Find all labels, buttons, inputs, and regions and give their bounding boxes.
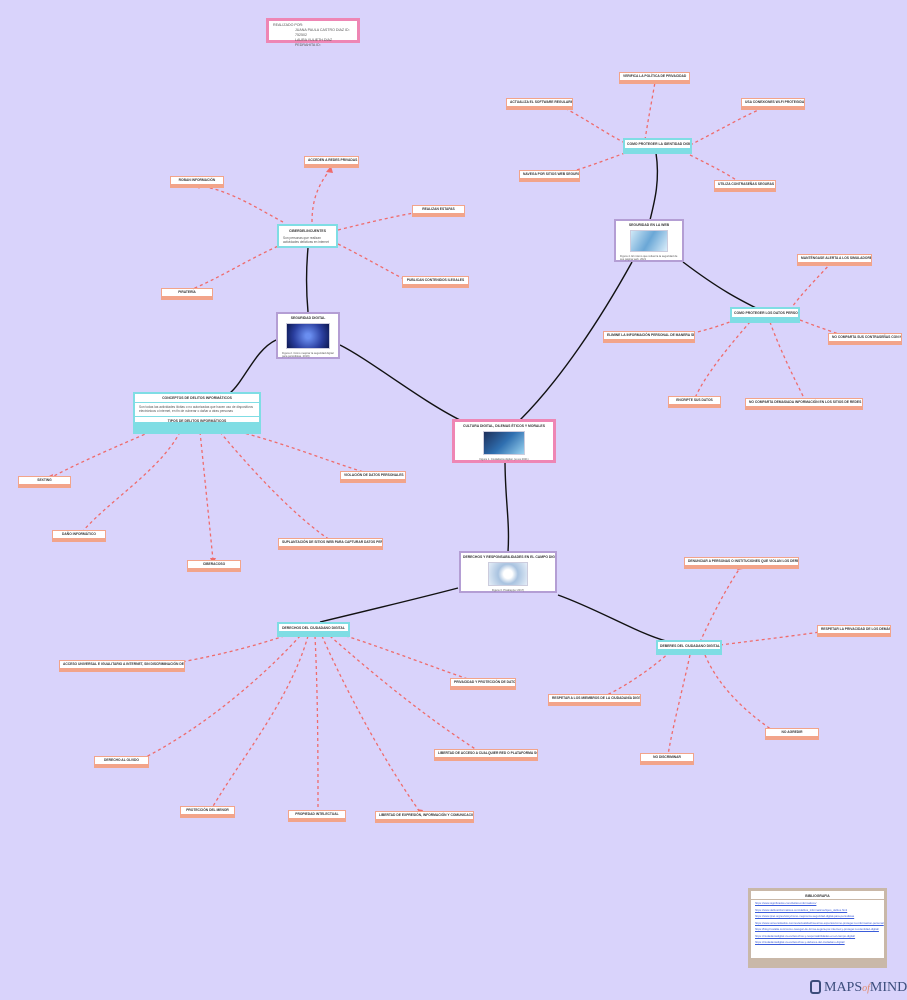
derechos-resp-node[interactable]: DERECHOS Y RESPONSABILIDADES EN EL CAMPO… xyxy=(459,551,557,593)
logo-mind: MIND xyxy=(869,980,907,995)
author-2: LAURA YULIETH DIAZ PEDRAHITA ID: xyxy=(295,38,333,47)
leaf-derecho-olvido[interactable]: DERECHO AL OLVIDO xyxy=(94,756,149,768)
seguridad-web-title: SEGURIDAD EN LA WEB xyxy=(628,223,670,227)
bibliografia-box: BIBLIOGRAFIA https://www.significados.co… xyxy=(748,888,887,968)
proteger-datos-title: COMO PROTEGER LOS DATOS PERSONALES xyxy=(734,311,798,315)
leaf-privacidad-datos[interactable]: PRIVACIDAD Y PROTECCIÓN DE DATOS xyxy=(450,678,516,690)
pixabay-image xyxy=(488,562,528,586)
leaf-no-agredir[interactable]: NO AGREDIR xyxy=(765,728,819,740)
leaf-denunciar[interactable]: DENUNCIAR A PERSONAS O INSTITUCIONES QUE… xyxy=(684,557,799,569)
leaf-contrasenas-seguras[interactable]: UTILIZA CONTRASEÑAS SEGURAS xyxy=(714,180,776,192)
bib-link-3[interactable]: https://www.ijnet.org/es/story/como-mejo… xyxy=(755,914,855,918)
proteger-datos-node[interactable]: COMO PROTEGER LOS DATOS PERSONALES xyxy=(730,307,800,323)
authors-box: REALIZADO POR: JUANA PAULA CASTRO DIAZ I… xyxy=(266,18,360,47)
ciberdelincuentes-node[interactable]: CIBERDELINCUENTES Son personas que reali… xyxy=(277,224,338,248)
seguridad-web-caption: Figura 4. El mismo que refuerza la segur… xyxy=(620,255,678,262)
lock-image xyxy=(286,323,330,349)
bib-link-6[interactable]: https://ciudadaniadigital.uv.es/derechos… xyxy=(755,933,856,938)
leaf-libertad-expresion[interactable]: LIBERTAD DE EXPRESIÓN, INFORMACIÓN Y COM… xyxy=(375,811,474,823)
seguridad-web-node[interactable]: SEGURIDAD EN LA WEB Figura 4. El mismo q… xyxy=(614,219,684,262)
leaf-no-discriminar[interactable]: NO DISCRIMINAR xyxy=(640,753,694,765)
bibliografia-title: BIBLIOGRAFIA xyxy=(751,892,884,900)
leaf-wifi-protegidas[interactable]: USA CONEXIONES WI-FI PROTEGIDAS xyxy=(741,98,805,110)
delitos-desc: Son todas las actividades ilícitas o no … xyxy=(135,402,259,415)
leaf-pirateria[interactable]: PIRATERÍA xyxy=(161,288,213,300)
leaf-simuladores[interactable]: MANTÉNGASE ALERTA A LOS SIMULADORES xyxy=(797,254,872,266)
deberes-ciudadano-title: DEBERES DEL CIUDADANO DIGITAL xyxy=(660,644,720,648)
leaf-no-comparta-redes[interactable]: NO COMPARTA DEMASIADA INFORMACIÓN EN LOS… xyxy=(745,398,863,410)
leaf-dano-informatico[interactable]: DAÑO INFORMÁTICO xyxy=(52,530,106,542)
logo-of: of xyxy=(862,983,870,994)
leaf-acceden-redes[interactable]: ACCEDEN A REDES PRIVADAS xyxy=(304,156,359,168)
bib-link-4[interactable]: https://www.universidadviu.com/es/actual… xyxy=(755,920,884,925)
proteger-identidad-node[interactable]: COMO PROTEGER LA IDENTIDAD DIGITAL xyxy=(623,138,692,154)
seguridad-digital-node[interactable]: SEGURIDAD DIGITAL Figura 2. Cómo mejorar… xyxy=(276,312,340,359)
brain-icon xyxy=(810,980,821,994)
leaf-respetar-privacidad[interactable]: RESPETAR LA PRIVACIDAD DE LOS DEMÁS xyxy=(817,625,891,637)
leaf-libertad-acceso[interactable]: LIBERTAD DE ACCESO A CUALQUIER RED O PLA… xyxy=(434,749,538,761)
leaf-elimine-informacion[interactable]: ELIMINE LA INFORMACIÓN PERSONAL DE MANER… xyxy=(603,331,695,343)
leaf-actualiza-software[interactable]: ACTUALIZA EL SOFTWARE REGULARMENTE xyxy=(506,98,573,110)
central-topic-title: CULTURA DIGITAL, DILEMAS ÉTICOS Y MORALE… xyxy=(463,424,545,428)
leaf-encripte[interactable]: ENCRIPTE SUS DATOS xyxy=(668,396,721,408)
leaf-no-comparta-contrasenas[interactable]: NO COMPARTA SUS CONTRASEÑAS CON NADIE xyxy=(828,333,902,345)
logo-maps: MAPS xyxy=(824,980,863,995)
leaf-roban-informacion[interactable]: ROBAN INFORMACIÓN xyxy=(170,176,224,188)
leaf-propiedad-intelectual[interactable]: PROPIEDAD INTELECTUAL xyxy=(288,810,346,822)
author-1: JUANA PAULA CASTRO DIAZ ID: 752502 xyxy=(295,28,350,37)
derechos-resp-title: DERECHOS Y RESPONSABILIDADES EN EL CAMPO… xyxy=(463,555,555,559)
leaf-publican-contenidos[interactable]: PUBLICAN CONTENIDOS ILEGALES xyxy=(402,276,469,288)
delitos-node[interactable]: CONCEPTOS DE DELITOS INFORMÁTICOS Son to… xyxy=(133,392,261,434)
maps-of-mind-logo: MAPSofMIND xyxy=(810,980,907,996)
bib-link-7[interactable]: https://ciudadaniadigital.uv.es/derechos… xyxy=(755,940,845,944)
central-topic-node[interactable]: CULTURA DIGITAL, DILEMAS ÉTICOS Y MORALE… xyxy=(452,419,556,463)
bib-link-2[interactable]: https://www.delitosinformaticos.com/deli… xyxy=(755,907,848,912)
ciberdelincuentes-desc: Son personas que realizan actividades de… xyxy=(283,236,329,244)
web-security-image xyxy=(630,230,668,252)
derechos-resp-caption: Figura 3. Pixabay(uv 2017) xyxy=(491,589,525,592)
derechos-ciudadano-node[interactable]: DERECHOS DEL CIUDADANO DIGITAL xyxy=(277,622,350,637)
central-caption: Figura 1. Ciudadanía digital. (uv.es 202… xyxy=(479,458,529,461)
leaf-acceso-universal[interactable]: ACCESO UNIVERSAL E IGUALITARIO A INTERNE… xyxy=(59,660,185,672)
leaf-politica-privacidad[interactable]: VERIFICA LA POLÍTICA DE PRIVACIDAD xyxy=(619,72,690,84)
proteger-identidad-title: COMO PROTEGER LA IDENTIDAD DIGITAL xyxy=(627,142,690,146)
leaf-suplantacion[interactable]: SUPLANTACIÓN DE SITIOS WEB PARA CAPTURAR… xyxy=(278,538,383,550)
leaf-violacion-datos[interactable]: VIOLACIÓN DE DATOS PERSONALES xyxy=(340,471,406,483)
leaf-respetar-miembros[interactable]: RESPETAR A LOS MIEMBROS DE LA CIUDADANÍA… xyxy=(548,694,641,706)
leaf-proteccion-menor[interactable]: PROTECCIÓN DEL MENOR xyxy=(180,806,235,818)
bib-link-5[interactable]: https://blog.hostalia.com/como-navegar-d… xyxy=(755,927,879,931)
authors-heading: REALIZADO POR: xyxy=(273,23,304,27)
bib-link-1[interactable]: https://www.significados.com/delitos-inf… xyxy=(755,901,817,905)
delitos-subtitle: TIPOS DE DELITOS INFORMÁTICOS xyxy=(135,416,259,424)
leaf-sitios-seguros[interactable]: NAVEGA POR SITIOS WEB SEGUROS xyxy=(519,170,580,182)
leaf-ciberacoso[interactable]: CIBERACOSO xyxy=(187,560,241,572)
leaf-realizan-estafas[interactable]: REALIZAN ESTAFAS xyxy=(412,205,465,217)
leaf-sexting[interactable]: SEXTING xyxy=(18,476,71,488)
seguridad-digital-title: SEGURIDAD DIGITAL xyxy=(290,316,326,320)
deberes-ciudadano-node[interactable]: DEBERES DEL CIUDADANO DIGITAL xyxy=(656,640,722,655)
central-image xyxy=(483,431,525,455)
delitos-title: CONCEPTOS DE DELITOS INFORMÁTICOS xyxy=(162,396,232,400)
seguridad-digital-caption: Figura 2. Cómo mejorar la seguridad digi… xyxy=(282,352,334,359)
derechos-ciudadano-title: DERECHOS DEL CIUDADANO DIGITAL xyxy=(282,626,345,630)
ciberdelincuentes-title: CIBERDELINCUENTES xyxy=(289,229,326,233)
